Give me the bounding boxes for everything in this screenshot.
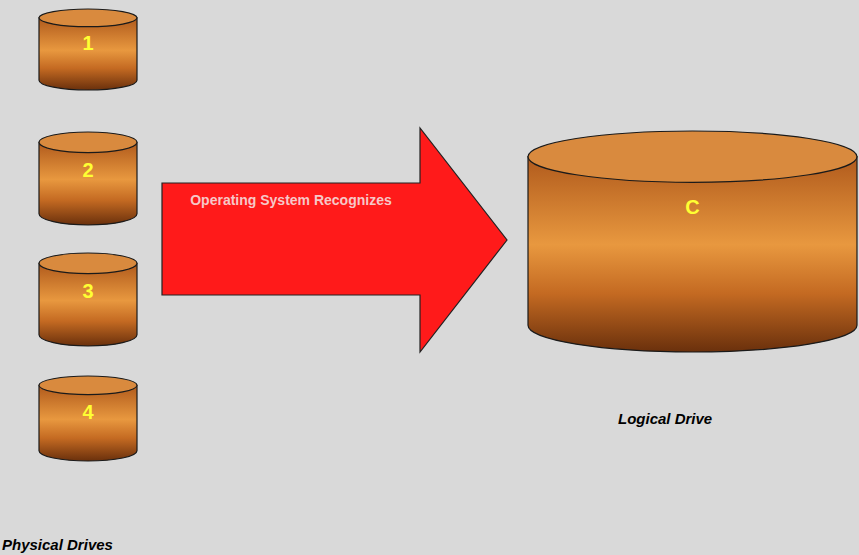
arrow-body: [162, 128, 507, 352]
drive-number: C: [527, 130, 858, 219]
cylinder-body: [39, 142, 137, 225]
cylinder-body: [528, 157, 857, 352]
drive-cylinder: C: [527, 130, 858, 352]
arrow-shape: Operating System Recognizes: [162, 128, 507, 352]
drive-cylinder: 2: [38, 131, 138, 225]
drive-number: 3: [38, 252, 138, 303]
physical-drives-label: Physical Drives: [2, 536, 113, 553]
drive-cylinder: 4: [38, 375, 138, 461]
drive-number: 1: [38, 8, 138, 55]
logical-drive-label: Logical Drive: [618, 410, 712, 427]
cylinder-top: [39, 9, 137, 27]
cylinder-top: [39, 253, 137, 274]
cylinder-top: [39, 132, 137, 153]
drive-number: 2: [38, 131, 138, 182]
arrow-outline: [162, 128, 507, 352]
drive-cylinder: 3: [38, 252, 138, 346]
cylinder-top: [528, 131, 857, 182]
cylinder-top: [39, 376, 137, 395]
arrow-caption: Operating System Recognizes: [162, 128, 420, 209]
drive-cylinder: 1: [38, 8, 138, 90]
cylinder-body: [39, 263, 137, 346]
cylinder-body: [39, 385, 137, 461]
cylinder-outline: [527, 130, 858, 352]
drive-number: 4: [38, 375, 138, 424]
